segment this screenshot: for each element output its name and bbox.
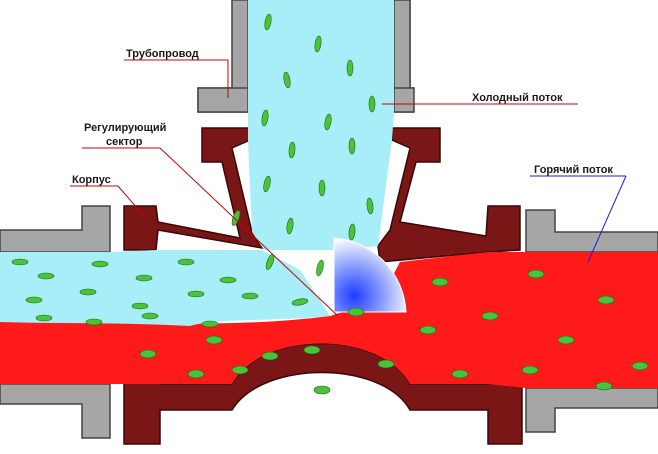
particle — [288, 141, 296, 159]
regulating-sector — [333, 237, 407, 313]
particle — [324, 113, 332, 131]
particle — [348, 223, 356, 241]
top-pipe-right-wall — [393, 0, 411, 97]
particle — [347, 307, 365, 317]
right-pipe — [525, 209, 658, 253]
body-leader — [117, 185, 145, 217]
flow-particles — [11, 13, 649, 395]
particle — [419, 325, 437, 335]
particle — [597, 295, 615, 305]
left-pipe — [0, 205, 111, 253]
particle — [141, 312, 159, 320]
particle — [264, 13, 272, 31]
particle — [201, 320, 219, 328]
particle — [481, 311, 499, 321]
particle — [314, 35, 322, 53]
particle — [177, 258, 195, 266]
label-cold-flow: Холодный поток — [472, 92, 563, 104]
particle — [318, 179, 326, 197]
particle — [261, 109, 269, 127]
cold-flow-horizontal — [0, 250, 330, 326]
particle — [631, 361, 649, 371]
pipeline-leader — [212, 59, 229, 98]
particle — [187, 369, 205, 379]
particle — [521, 365, 539, 375]
particle — [263, 175, 271, 193]
particle — [25, 296, 43, 304]
sector-leader — [159, 147, 339, 317]
particle — [11, 258, 29, 266]
right-pipe-bottom — [525, 387, 658, 433]
particle — [35, 314, 53, 322]
particle — [595, 381, 613, 391]
particle — [261, 351, 279, 361]
valve-body-top-right — [377, 127, 521, 263]
particle — [286, 217, 294, 235]
top-pipe-left-flange — [197, 87, 249, 113]
particle — [37, 272, 55, 280]
particle — [346, 59, 354, 77]
particle — [431, 277, 449, 287]
particle — [79, 288, 97, 296]
label-pipeline: Трубопровод — [126, 48, 199, 60]
particle — [131, 302, 149, 310]
particle — [85, 318, 103, 326]
particle — [557, 335, 575, 345]
particle — [291, 298, 309, 306]
particle — [303, 345, 321, 355]
label-sector-line2: сектор — [106, 136, 143, 148]
particle — [283, 71, 291, 89]
particle — [91, 260, 109, 268]
label-hot-flow: Горячий поток — [534, 164, 613, 176]
particle — [205, 335, 223, 345]
particle — [451, 369, 469, 379]
particle — [231, 365, 249, 375]
particle — [377, 359, 395, 369]
particle — [348, 137, 356, 155]
label-sector-line1: Регулирующий — [84, 122, 166, 134]
particle — [316, 259, 324, 277]
label-body: Корпус — [72, 174, 111, 186]
top-pipe-left-wall — [231, 0, 249, 97]
particle — [187, 290, 205, 298]
particle — [241, 292, 259, 300]
particle — [368, 95, 376, 113]
hot-flow — [0, 252, 658, 388]
valve-body-top-left — [123, 127, 264, 251]
particle — [313, 385, 331, 395]
hot-flow-leader — [587, 175, 627, 263]
particle — [135, 274, 153, 282]
particle — [139, 349, 157, 359]
top-pipe-right-flange — [393, 87, 415, 113]
left-pipe-bottom — [0, 383, 111, 439]
particle — [366, 197, 374, 215]
particle — [527, 269, 545, 279]
particle — [219, 276, 237, 284]
cold-flow-vertical — [248, 0, 394, 250]
